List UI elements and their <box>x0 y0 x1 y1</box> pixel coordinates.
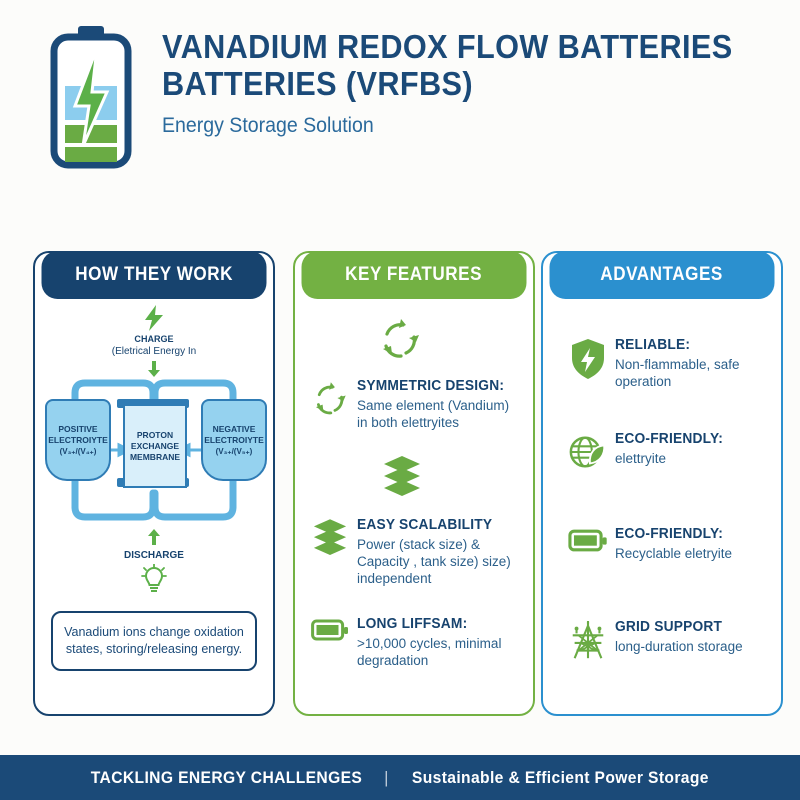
stacked-layers-icon <box>383 455 421 504</box>
feature-row-symmetric-design: SYMMETRIC DESIGN: Same element (Vandium)… <box>307 377 521 431</box>
advantage-row-eco-friendly-electrolyte: ECO-FRIENDLY: elettryite <box>565 430 775 472</box>
advantage-title: RELIABLE: <box>615 337 691 353</box>
right-tank-line1: NEGATIVE <box>212 423 256 434</box>
arrow-up-icon <box>147 529 161 550</box>
footer-right-text: Sustainable & Efficient Power Storage <box>411 767 709 787</box>
globe-leaf-icon <box>565 430 611 472</box>
negative-electrolyte-tank: NEGATIVE ELECTROIYTE (V₃₊/(V₅₊) <box>201 399 267 481</box>
feature-text: EASY SCALABILITY Power (stack size) & Ca… <box>353 516 521 587</box>
page-subtitle: Energy Storage Solution <box>162 114 374 137</box>
advantage-title: ECO-FRIENDLY: <box>615 526 724 542</box>
right-tank-line2: ELECTROIYTE <box>204 434 264 445</box>
vrfb-flow-diagram: CHARGE (Eletrical Energy In POSITIVE <box>35 303 273 671</box>
membrane-top-cap <box>117 399 189 408</box>
feature-text: LONG LIFFSAM: >10,000 cycles, minimal de… <box>353 615 521 669</box>
card-body-key-features: SYMMETRIC DESIGN: Same element (Vandium)… <box>295 303 533 712</box>
positive-electrolyte-tank: POSITIVE ELECTROIYTE (V₃₊/(V₄₊) <box>45 399 111 481</box>
charge-label: CHARGE <box>134 334 174 345</box>
card-header-advantages: ADVANTAGES <box>549 251 775 299</box>
discharge-label: DISCHARGE <box>124 549 184 561</box>
advantage-text: ECO-FRIENDLY: Recyclable eletryite <box>611 525 732 562</box>
lightning-bolt-icon <box>143 305 165 336</box>
card-advantages: ADVANTAGES RELIABLE: Non-flammable, safe… <box>541 251 783 716</box>
advantage-row-eco-friendly-recyclable: ECO-FRIENDLY: Recyclable eletryite <box>565 525 775 562</box>
diagram-caption: Vanadium ions change oxidation states, s… <box>51 611 257 671</box>
right-tank-line3: (V₃₊/(V₅₊) <box>215 446 253 456</box>
footer-left-text: TACKLING ENERGY CHALLENGES <box>90 767 362 787</box>
stacked-layers-icon <box>307 516 353 558</box>
charge-sublabel: (Eletrical Energy In <box>111 346 197 357</box>
shield-bolt-icon <box>565 336 611 380</box>
left-tank-line3: (V₃₊/(V₄₊) <box>59 446 97 456</box>
proton-exchange-membrane: PROTON EXCHANGE MEMBRANE <box>123 404 187 488</box>
page-title-line-2: BATTERIES (VRFBS) <box>162 65 473 102</box>
membrane-line1: PROTON <box>136 429 174 440</box>
advantage-row-reliable: RELIABLE: Non-flammable, safe operation <box>565 336 775 390</box>
feature-row-long-lifespan: LONG LIFFSAM: >10,000 cycles, minimal de… <box>307 615 521 669</box>
feature-row-easy-scalability: EASY SCALABILITY Power (stack size) & Ca… <box>307 516 521 587</box>
recycle-arrows-icon <box>377 315 423 366</box>
battery-icon <box>565 525 611 554</box>
card-how-they-work: HOW THEY WORK CHARGE (Eletrical Energy I… <box>33 251 275 716</box>
card-title-how-they-work: HOW THEY WORK <box>75 264 233 285</box>
left-tank-line2: ELECTROIYTE <box>48 434 108 445</box>
left-tank-line1: POSITIVE <box>58 423 98 434</box>
page-title-line-1: VANADIUM REDOX FLOW BATTERIES <box>162 28 733 65</box>
feature-desc: Power (stack size) & Capacity , tank siz… <box>357 537 511 586</box>
advantage-title: ECO-FRIENDLY: <box>615 431 724 447</box>
advantage-row-grid-support: GRID SUPPORT long-duration storage <box>565 618 775 662</box>
feature-text: SYMMETRIC DESIGN: Same element (Vandium)… <box>353 377 521 431</box>
power-tower-icon <box>565 618 611 662</box>
feature-desc: >10,000 cycles, minimal degradation <box>357 636 502 668</box>
advantage-desc: Non-flammable, safe operation <box>615 357 740 389</box>
feature-desc: Same element (Vandium) in both elettryit… <box>357 398 510 430</box>
advantage-text: GRID SUPPORT long-duration storage <box>611 618 743 655</box>
card-header-how-they-work: HOW THEY WORK <box>41 251 267 299</box>
battery-icon <box>307 615 353 643</box>
membrane-line3: MEMBRANE <box>129 451 181 462</box>
header: VANADIUM REDOX FLOW BATTERIES BATTERIES … <box>0 0 800 190</box>
card-body-advantages: RELIABLE: Non-flammable, safe operation … <box>543 303 781 712</box>
advantage-desc: Recyclable eletryite <box>615 546 733 561</box>
feature-title: LONG LIFFSAM: <box>357 616 468 632</box>
advantage-title: GRID SUPPORT <box>615 619 723 635</box>
recycle-arrows-icon <box>307 377 353 417</box>
card-body-how-they-work: CHARGE (Eletrical Energy In POSITIVE <box>35 303 273 712</box>
battery-bolt-icon <box>45 24 137 169</box>
feature-title: EASY SCALABILITY <box>357 517 493 533</box>
card-title-key-features: KEY FEATURES <box>345 264 483 285</box>
advantage-desc: elettryite <box>615 451 667 466</box>
advantage-desc: long-duration storage <box>615 639 743 654</box>
card-title-advantages: ADVANTAGES <box>600 264 724 285</box>
membrane-line2: EXCHANGE <box>130 440 180 451</box>
card-key-features: KEY FEATURES <box>293 251 535 716</box>
advantage-text: RELIABLE: Non-flammable, safe operation <box>611 336 775 390</box>
lightbulb-icon <box>139 563 169 601</box>
title-block: VANADIUM REDOX FLOW BATTERIES BATTERIES … <box>162 28 782 138</box>
footer-separator: | <box>383 767 389 787</box>
arrow-down-icon <box>147 361 161 382</box>
card-header-key-features: KEY FEATURES <box>301 251 527 299</box>
advantage-text: ECO-FRIENDLY: elettryite <box>611 430 729 467</box>
feature-title: SYMMETRIC DESIGN: <box>357 378 505 394</box>
footer-bar: TACKLING ENERGY CHALLENGES | Sustainable… <box>0 755 800 800</box>
